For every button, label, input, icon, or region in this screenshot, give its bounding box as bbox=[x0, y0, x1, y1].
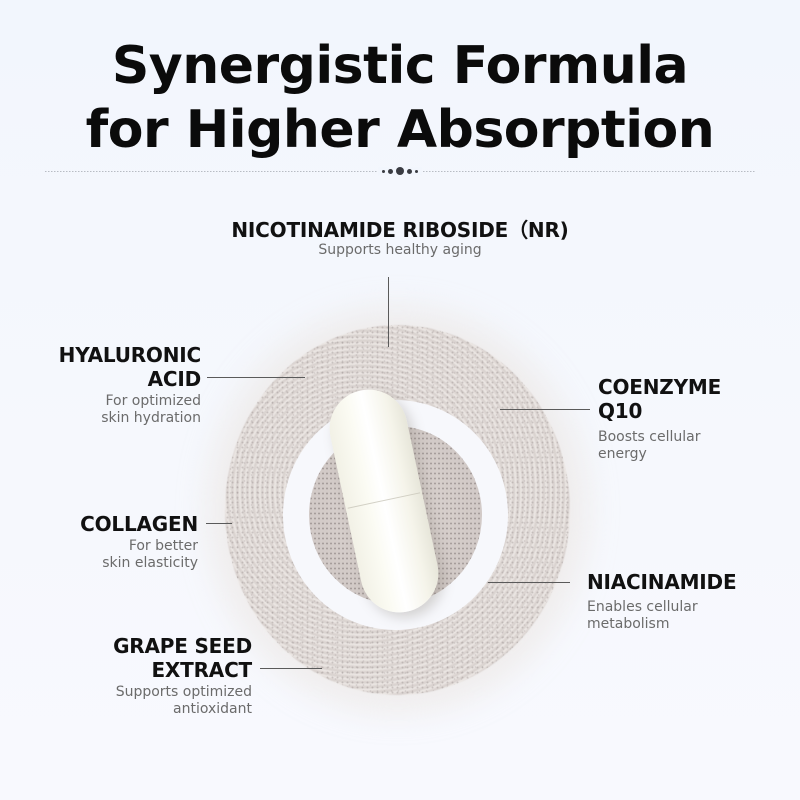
ingredient-desc: Supports healthy aging bbox=[318, 242, 482, 258]
ingredient-desc-line-2: skin hydration bbox=[101, 410, 201, 426]
ingredient-name-line-2: Q10 bbox=[598, 399, 643, 423]
ingredient-desc-line-2: skin elasticity bbox=[102, 555, 198, 571]
ingredient-desc-line-1: Boosts cellular bbox=[598, 429, 701, 445]
leader-line-collagen bbox=[206, 523, 232, 524]
ingredient-desc-line-1: For better bbox=[128, 538, 198, 554]
leader-line-hyaluronic bbox=[207, 377, 305, 378]
ingredient-name-line-2: EXTRACT bbox=[151, 658, 252, 682]
ingredient-name: COLLAGEN bbox=[80, 512, 198, 536]
ingredient-desc-line-2: antioxidant bbox=[173, 701, 252, 717]
ingredient-desc-line-1: Enables cellular bbox=[587, 599, 698, 615]
title-line-1: Synergistic Formula bbox=[111, 36, 689, 96]
ingredient-name-line-1: GRAPE SEED bbox=[113, 634, 252, 658]
ornamental-divider bbox=[45, 167, 755, 175]
leader-line-niacinamide bbox=[488, 582, 570, 583]
divider-ornament-icon bbox=[378, 167, 422, 175]
ingredient-name: NIACINAMIDE bbox=[587, 570, 737, 594]
ingredient-name-line-1: COENZYME bbox=[598, 375, 722, 399]
ingredient-niacinamide: NIACINAMIDE Enables cellular metabolism bbox=[587, 570, 787, 633]
ingredient-desc-line-1: For optimized bbox=[105, 393, 201, 409]
ingredient-collagen: COLLAGEN For better skin elasticity bbox=[20, 512, 198, 572]
leader-line-coq10 bbox=[500, 409, 590, 410]
ingredient-grape-seed-extract: GRAPE SEED EXTRACT Supports optimized an… bbox=[40, 634, 252, 718]
ingredient-nr: NICOTINAMIDE RIBOSIDE（NR) Supports healt… bbox=[200, 218, 600, 259]
ingredient-name: NICOTINAMIDE RIBOSIDE（NR) bbox=[231, 218, 569, 242]
ingredient-coenzyme-q10: COENZYME Q10 Boosts cellular energy bbox=[598, 375, 788, 463]
capsule-seam bbox=[347, 492, 421, 509]
ingredient-name-line-2: ACID bbox=[147, 367, 202, 391]
leader-line-grape-seed bbox=[260, 668, 322, 669]
powder-ring-image bbox=[225, 325, 570, 695]
ingredient-desc-line-1: Supports optimized bbox=[115, 684, 252, 700]
ingredient-name-line-1: HYALURONIC bbox=[58, 343, 202, 367]
ingredient-hyaluronic-acid: HYALURONIC ACID For optimized skin hydra… bbox=[20, 343, 202, 427]
leader-line-nr bbox=[388, 277, 389, 347]
ingredient-desc-line-2: energy bbox=[598, 446, 647, 462]
page-title: Synergistic Formula for Higher Absorptio… bbox=[0, 34, 800, 162]
title-line-2: for Higher Absorption bbox=[85, 100, 715, 160]
ingredient-desc-line-2: metabolism bbox=[587, 616, 670, 632]
